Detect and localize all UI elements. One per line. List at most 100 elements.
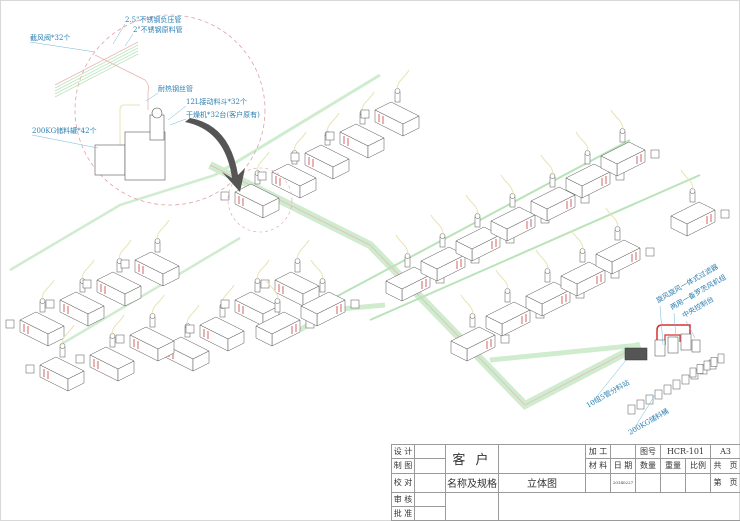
machine-lower-2 [300, 259, 360, 327]
main-pipe-left-front [59, 236, 241, 347]
feed-hose [41, 279, 55, 301]
page-no: 第 页 [710, 472, 740, 493]
drawing-no: HCR-101 [660, 443, 711, 460]
pipe-network [9, 73, 701, 410]
quantity-label: 数量 [635, 458, 661, 474]
proofread-label: 校 对 [391, 472, 415, 493]
pipe-right-front-row [369, 174, 701, 321]
detail-pipe [54, 53, 139, 98]
material-value [585, 472, 611, 493]
callout-valve: 截风阀*32个 [29, 33, 96, 53]
machine-front [255, 325, 273, 347]
feed-hose [61, 324, 75, 346]
machine-front [560, 275, 578, 297]
central-station [624, 324, 725, 415]
feed-hose [396, 69, 410, 91]
machine-front [162, 265, 180, 287]
machine-front [332, 158, 350, 180]
machine-lower-1 [255, 279, 315, 347]
detail-view [54, 14, 293, 233]
machine-front [157, 340, 175, 362]
weight-label: 重量 [660, 458, 686, 474]
storage-bin [645, 247, 655, 257]
proofread-value [414, 472, 446, 493]
feed-hose [81, 259, 95, 281]
machine-front [530, 200, 548, 222]
storage-bin-upper-4 [710, 357, 718, 367]
storage-bin-4 [654, 389, 663, 400]
detail-arrow-icon [185, 118, 245, 192]
main-pipe-upper [214, 73, 381, 177]
design-label: 设 计 [391, 443, 415, 460]
feed-hose [111, 314, 125, 336]
scale-value [685, 472, 711, 493]
machine-front [525, 295, 543, 317]
feed-hose [186, 304, 200, 326]
drawing-no-label: 图号 [635, 443, 661, 460]
storage-bin [115, 334, 125, 344]
storage-bin [185, 324, 195, 334]
callout-text-valve: 截风阀*32个 [30, 33, 70, 42]
machine-layer [5, 69, 730, 392]
storage-bin [360, 109, 370, 119]
detail-hose [94, 54, 149, 110]
machine-right-front-4 [560, 229, 620, 297]
storage-bin [45, 299, 55, 309]
machine-left-back-4 [120, 219, 180, 287]
storage-bin [650, 149, 660, 159]
feed-hose [460, 294, 474, 316]
pressure-pipe-line [209, 164, 641, 406]
callout-material-pipe: 2"不锈钢原料管 [124, 25, 183, 47]
leader-line [29, 41, 96, 53]
machine-left-front-2 [75, 314, 135, 382]
storage-bin-5 [663, 384, 672, 395]
leader-line [685, 320, 696, 339]
feed-hose [310, 259, 324, 281]
feed-hose [296, 239, 310, 261]
callout-text-bin-detail: 200KG储料罐*42个 [32, 126, 97, 135]
review-label: 审 核 [391, 491, 415, 507]
storage-bin [82, 279, 92, 289]
machine-front [124, 285, 142, 307]
detail-circle [74, 14, 266, 206]
review-value [414, 491, 446, 507]
machine-right-front-3 [525, 249, 585, 317]
machine-upper-2 [257, 131, 317, 199]
detail-pipe [54, 44, 139, 89]
machine-front [300, 305, 318, 327]
machine-upper-5 [360, 69, 420, 137]
machine-front [262, 197, 280, 219]
customer-value [498, 444, 586, 474]
total-pages: 共 页 [710, 458, 740, 474]
storage-bin [5, 319, 15, 329]
feed-hose [535, 249, 549, 271]
detail-dryer [149, 114, 165, 141]
machine-front [420, 260, 438, 282]
approve-value [414, 505, 446, 521]
feed-hose [256, 151, 270, 173]
leader-line [631, 394, 656, 433]
feed-hose [151, 294, 165, 316]
storage-bin-upper-2 [696, 364, 704, 374]
machine-left-back-1 [5, 279, 65, 347]
machine-left-back-2 [45, 259, 105, 327]
machine-front [455, 240, 473, 262]
drafting-value [414, 458, 446, 474]
machine-upper-4 [325, 91, 385, 159]
machine-right-back-6 [565, 131, 625, 199]
callout-text-hose: 耐热钢丝管 [158, 84, 193, 93]
machine-front [490, 220, 508, 242]
feed-hose [605, 207, 619, 229]
distribution-station [624, 347, 648, 361]
machine-front [367, 137, 385, 159]
drawing-title: 立体图 [498, 472, 586, 493]
pipe-to-central [489, 342, 641, 363]
machine-front [450, 340, 468, 362]
blower-unit [667, 336, 679, 354]
customer-label: 客 户 [445, 444, 499, 474]
machine-right-back-2 [420, 214, 480, 282]
storage-bin-upper-5 [717, 353, 725, 364]
storage-bin [500, 334, 510, 344]
machine-front [385, 280, 403, 302]
machine-front [67, 370, 85, 392]
